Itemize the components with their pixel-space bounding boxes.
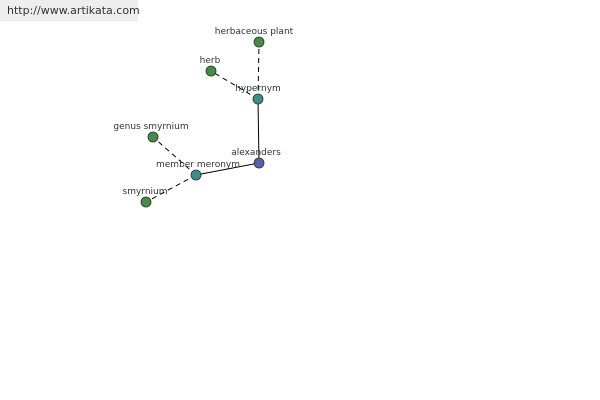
node-smyrnium[interactable]: smyrnium [123,187,168,208]
node-label-herb[interactable]: herb [200,56,221,66]
node-genus-smyrnium[interactable]: genus smyrnium [113,122,189,143]
edge-alexanders-to-member-meronym [195,162,260,176]
node-dot-herb[interactable] [205,65,217,77]
node-label-hypernym[interactable]: hypernym [235,84,281,94]
node-label-smyrnium[interactable]: smyrnium [123,187,168,197]
node-dot-smyrnium[interactable] [140,196,152,208]
node-alexanders[interactable]: alexanders [231,148,281,169]
node-member-meronym[interactable]: member meronym [156,160,240,181]
node-dot-alexanders[interactable] [253,157,265,169]
node-dot-herbaceous-plant[interactable] [253,36,265,48]
graph-nodes: alexanders hypernym herbaceous plant herb me… [113,27,294,208]
node-label-herbaceous-plant[interactable]: herbaceous plant [215,27,294,37]
graph-edges [145,41,260,203]
node-herbaceous-plant[interactable]: herbaceous plant [215,27,294,48]
node-dot-hypernym[interactable] [252,93,264,105]
node-label-genus-smyrnium[interactable]: genus smyrnium [113,122,188,132]
source-url-banner[interactable]: http://www.artikata.com [0,0,140,21]
node-label-alexanders[interactable]: alexanders [231,148,281,158]
edge-member-meronym-to-smyrnium [145,174,197,203]
node-hypernym[interactable]: hypernym [235,84,281,105]
edge-member-meronym-to-genus-smyrnium [152,136,197,176]
node-dot-genus-smyrnium[interactable] [147,131,159,143]
edge-hypernym-to-herbaceous-plant [257,41,260,100]
source-url-text[interactable]: http://www.artikata.com [7,4,140,17]
edge-hypernym-to-herb [210,70,259,100]
node-herb[interactable]: herb [200,56,221,77]
node-label-member-meronym[interactable]: member meronym [156,160,240,170]
edge-alexanders-to-hypernym [257,98,260,164]
node-dot-member-meronym[interactable] [190,169,202,181]
